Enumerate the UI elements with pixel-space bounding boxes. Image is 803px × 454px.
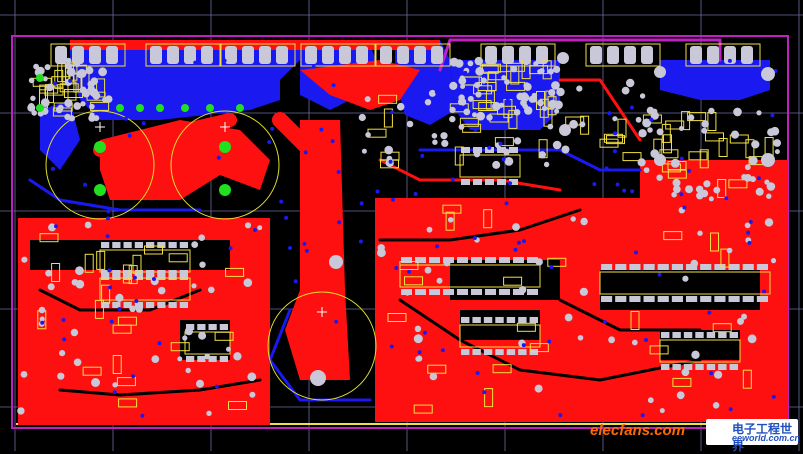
capacitor-c1-outline — [45, 110, 155, 220]
highlighted-pads — [36, 74, 244, 196]
connector-8 — [685, 43, 761, 67]
ic-u8 — [459, 147, 521, 185]
traces — [28, 38, 722, 402]
capacitor-plus-marks — [95, 122, 327, 317]
large-pads — [310, 52, 775, 386]
ic-u4 — [459, 317, 541, 355]
connector-3 — [220, 43, 296, 67]
top-connector-row — [50, 43, 761, 67]
capacitor-c2-outline — [170, 110, 280, 220]
connector-1 — [50, 43, 126, 67]
watermark-right-background — [706, 419, 798, 445]
watermark-eeworld: 电子工程世界 — [732, 422, 793, 453]
watermark-eeworld-url: eeworld.com.cn — [732, 433, 801, 443]
connector-5 — [375, 43, 451, 67]
connector-2 — [145, 43, 221, 67]
vias — [40, 58, 778, 418]
component-pads — [17, 56, 781, 416]
connector-4 — [300, 43, 376, 67]
electrolytic-capacitors — [45, 110, 377, 401]
watermark-elecfans: elecfans.com — [590, 422, 686, 439]
ic-u5 — [659, 332, 741, 370]
capacitor-c3-outline — [267, 291, 377, 401]
ic-u7 — [599, 264, 771, 302]
connector-7 — [585, 43, 661, 67]
